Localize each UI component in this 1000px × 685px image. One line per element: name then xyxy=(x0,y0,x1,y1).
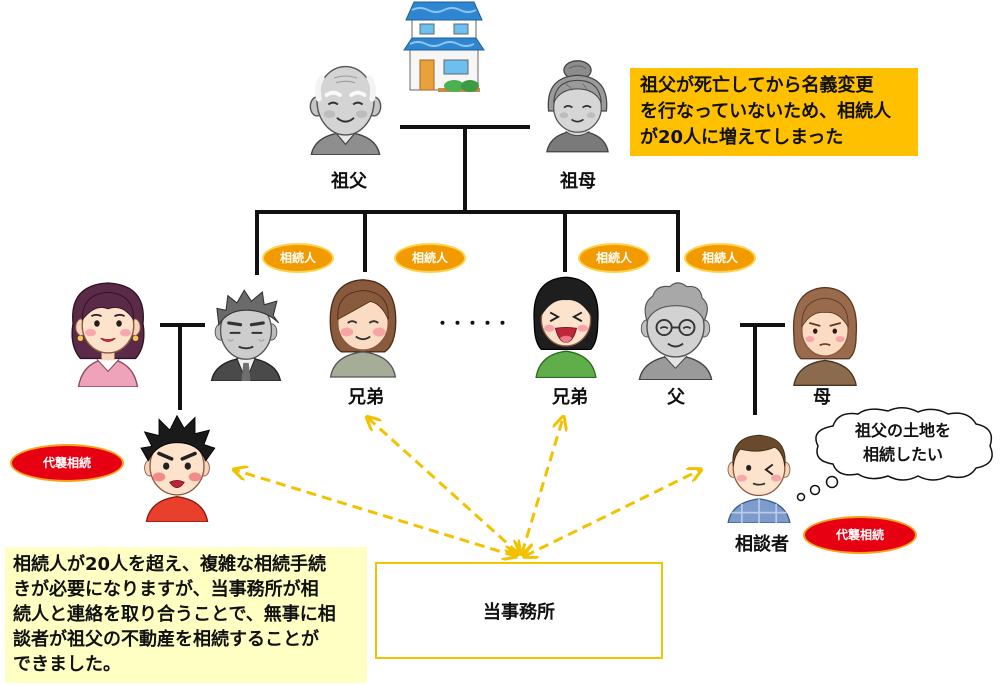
situation-note-line: が20人に増えてしまった xyxy=(640,127,844,148)
grandmother-label: 祖母 xyxy=(560,171,596,192)
thought-bubble-icon xyxy=(808,406,998,482)
thought-trail-dots xyxy=(796,475,839,502)
result-note: 相続人が20人を超え、複雑な相続手続 きが必要になりますが、当事務所が相 続人と… xyxy=(5,547,367,683)
situation-note: 祖父が死亡してから名義変更 を行なっていないため、相続人 が20人に増えてしまっ… xyxy=(630,68,918,156)
situation-note-line: 祖父が死亡してから名義変更 xyxy=(640,75,874,96)
family-tree-lines xyxy=(160,125,785,415)
heir-badge: 相続人 xyxy=(394,243,466,273)
sibling-1-label: 兄弟 xyxy=(348,387,384,408)
uncle-figure xyxy=(200,283,292,381)
result-note-line: 続人と連絡を取り合うことで、無事に相 xyxy=(13,604,336,625)
aunt-figure xyxy=(62,272,154,387)
substitute-inheritance-badge: 代襲相続 xyxy=(10,444,124,482)
result-note-line: 相続人が20人を超え、複雑な相続手続 xyxy=(13,554,327,575)
father-figure xyxy=(628,275,723,380)
mother-figure xyxy=(785,278,865,386)
office-label: 当事務所 xyxy=(483,601,555,623)
arrow-to-sibling-1 xyxy=(368,418,518,553)
arrow-to-sibling-2 xyxy=(522,418,563,553)
grandmother-figure xyxy=(535,55,620,155)
grandfather-figure xyxy=(298,55,393,155)
heir-badge: 相続人 xyxy=(578,243,650,273)
mother-label: 母 xyxy=(813,387,831,408)
sibling-1-figure xyxy=(318,268,408,378)
office-box: 当事務所 xyxy=(375,562,663,659)
sibling-2-figure xyxy=(522,268,610,378)
nephew-figure xyxy=(132,412,222,522)
result-note-line: できました。 xyxy=(13,654,121,675)
sibling-2-label: 兄弟 xyxy=(552,387,588,408)
grandfather-label: 祖父 xyxy=(331,171,367,192)
thought-line: 相続したい xyxy=(862,445,943,464)
result-note-line: 談者が祖父の不動産を相続することが xyxy=(13,629,319,650)
arrow-to-nephew xyxy=(235,470,515,556)
substitute-inheritance-badge: 代襲相続 xyxy=(803,516,917,554)
arrow-to-consultant xyxy=(525,470,700,556)
consultant-figure xyxy=(716,418,802,523)
situation-note-line: を行なっていないため、相続人 xyxy=(640,101,892,122)
result-note-line: きが必要になりますが、当事務所が相 xyxy=(13,579,319,600)
heir-badge: 相続人 xyxy=(262,243,334,273)
consultant-label: 相談者 xyxy=(735,534,789,555)
contact-arrows xyxy=(235,418,700,556)
house-icon xyxy=(398,0,490,95)
father-label: 父 xyxy=(667,387,685,408)
thought-line: 祖父の土地を xyxy=(854,421,951,440)
more-siblings-ellipsis: ・・・・・ xyxy=(434,314,510,333)
heir-badge: 相続人 xyxy=(684,243,756,273)
thought-text: 祖父の土地を 相続したい xyxy=(808,419,998,467)
